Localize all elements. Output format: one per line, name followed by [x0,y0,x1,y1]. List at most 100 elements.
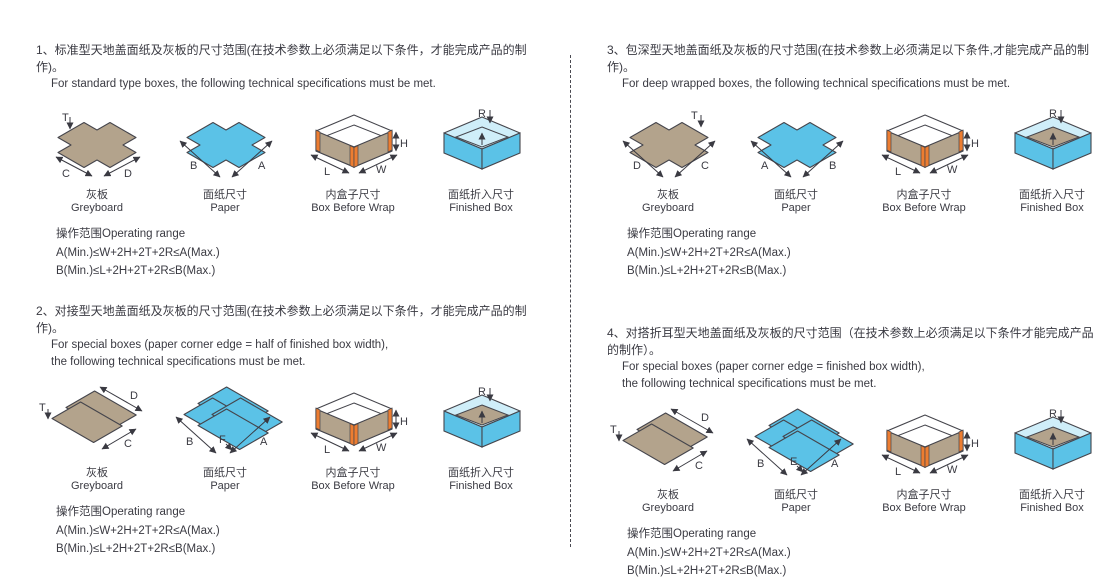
caption-zh: 灰板 [86,467,108,479]
formula-b: B(Min.)≤L+2H+2T+2R≤B(Max.) [627,565,787,577]
dim-label-b: B [757,458,764,470]
dim-label-r: R [478,386,486,398]
dim-label-a: A [761,160,769,172]
dim-label-a: A [260,436,268,448]
operating-range-label: 操作范围Operating range [56,228,186,240]
section-1: 1、标准型天地盖面纸及灰板的尺寸范围(在技术参数上必须满足以下条件，才能完成产品… [36,42,552,283]
dim-label-l: L [324,444,330,456]
section-title-en: For deep wrapped boxes, the following te… [622,78,1011,90]
greyboard-diagram: T D C [622,110,716,178]
formula-a: A(Min.)≤W+2H+2T+2R≤A(Max.) [627,247,791,259]
caption-zh: 灰板 [657,189,679,201]
figure-box-before-wrap: H L W 内盒子尺寸 Box Before Wrap [863,107,985,215]
figure-finished-box: R 面纸折入尺寸 Finished Box [420,385,542,493]
figure-finished-box: R 面纸折入尺寸 Finished Box [420,107,542,215]
figure-paper: B F A 面纸尺寸 Paper [164,385,286,493]
figure-greyboard: T D C 灰板 Greyboard [607,107,729,215]
dim-label-w: W [947,164,958,176]
box-before-wrap-diagram: H L W [863,107,979,178]
caption-zh: 面纸尺寸 [203,467,247,479]
figure-box-before-wrap: H L W 内盒子尺寸 Box Before Wrap [863,407,985,515]
box-before-wrap-diagram: H L W [292,385,408,456]
operating-range-label: 操作范围Operating range [56,506,186,518]
caption-en: Greyboard [642,202,694,214]
caption-zh: 内盒子尺寸 [896,189,952,201]
dim-label-b: B [190,160,197,172]
caption-en: Paper [210,480,240,492]
section-title-zh: 3、包深型天地盖面纸及灰板的尺寸范围(在技术参数上必须满足以下条件,才能完成产品… [607,43,1090,74]
dim-label-r: R [478,108,486,120]
figure-paper: B A 面纸尺寸 Paper [164,107,286,215]
figure-row: T D C 灰板 Greyboard A B 面纸尺寸 Paper [607,107,1099,215]
paper-diagram: B E A [746,408,854,476]
operating-range-label: 操作范围Operating range [627,228,757,240]
caption-zh: 面纸尺寸 [774,489,818,501]
section-title-zh: 2、对接型天地盖面纸及灰板的尺寸范围(在技术参数上必须满足以下条件，才能完成产品… [36,304,527,335]
dim-label-e: E [790,456,797,468]
figure-paper: B E A 面纸尺寸 Paper [735,407,857,515]
dim-label-l: L [324,166,330,178]
figure-box-before-wrap: H L W 内盒子尺寸 Box Before Wrap [292,385,414,493]
section-4: 4、对搭折耳型天地盖面纸及灰板的尺寸范围（在技术参数上必须满足以下条件才能完成产… [607,325,1099,583]
figure-greyboard: T C D 灰板 Greyboard [36,107,158,215]
section-3: 3、包深型天地盖面纸及灰板的尺寸范围(在技术参数上必须满足以下条件,才能完成产品… [607,42,1099,283]
section-title-zh: 1、标准型天地盖面纸及灰板的尺寸范围(在技术参数上必须满足以下条件，才能完成产品… [36,43,527,74]
dim-label-r: R [1049,108,1057,120]
dim-label-b: B [186,436,193,448]
dim-label-d: D [124,168,132,180]
caption-en: Box Before Wrap [311,480,395,492]
dim-label-d: D [130,390,138,402]
caption-zh: 面纸折入尺寸 [448,467,514,479]
dim-label-l: L [895,166,901,178]
greyboard-diagram: T C D [55,112,141,180]
dim-label-a: A [258,160,266,172]
operating-range: 操作范围Operating range A(Min.)≤W+2H+2T+2R≤A… [607,225,1099,277]
center-divider [570,55,571,547]
caption-en: Box Before Wrap [882,202,966,214]
dim-label-f: F [219,434,226,446]
formula-b: B(Min.)≤L+2H+2T+2R≤B(Max.) [627,265,787,277]
section-2: 2、对接型天地盖面纸及灰板的尺寸范围(在技术参数上必须满足以下条件，才能完成产品… [36,303,552,561]
section-title-en2: the following technical specifications m… [51,356,306,368]
box-before-wrap-diagram: H L W [863,407,979,478]
caption-en: Greyboard [71,480,123,492]
caption-zh: 内盒子尺寸 [896,489,952,501]
finished-box-diagram: R [420,386,542,465]
formula-a: A(Min.)≤W+2H+2T+2R≤A(Max.) [56,247,220,259]
dim-label-t: T [39,402,46,414]
dim-label-c: C [124,438,132,450]
caption-en: Paper [781,202,811,214]
figure-row: D C T 灰板 Greyboard B E A 面纸尺寸 [607,407,1099,515]
figure-paper: A B 面纸尺寸 Paper [735,107,857,215]
formula-a: A(Min.)≤W+2H+2T+2R≤A(Max.) [627,547,791,559]
section-title-en2: the following technical specifications m… [622,378,877,390]
dim-label-t: T [691,110,698,122]
operating-range: 操作范围Operating range A(Min.)≤W+2H+2T+2R≤A… [36,503,552,555]
caption-zh: 灰板 [86,189,108,201]
caption-en: Finished Box [449,480,513,492]
paper-diagram: B F A [175,386,283,454]
formula-a: A(Min.)≤W+2H+2T+2R≤A(Max.) [56,525,220,537]
page-root: { "colors": { "greyboard": "#b3a38c", "p… [36,42,1099,577]
dim-label-b: B [829,160,836,172]
formula-b: B(Min.)≤L+2H+2T+2R≤B(Max.) [56,265,216,277]
caption-zh: 面纸折入尺寸 [1019,489,1085,501]
formula-b: B(Min.)≤L+2H+2T+2R≤B(Max.) [56,543,216,555]
dim-label-h: H [400,416,408,428]
operating-range-label: 操作范围Operating range [627,528,757,540]
caption-en: Finished Box [449,202,513,214]
figure-greyboard: D C T 灰板 Greyboard [36,385,158,493]
section-title-zh: 4、对搭折耳型天地盖面纸及灰板的尺寸范围（在技术参数上必须满足以下条件才能完成产… [607,326,1094,357]
dim-label-c: C [701,160,709,172]
figure-row: D C T 灰板 Greyboard B F A 面纸尺寸 [36,385,552,493]
caption-zh: 内盒子尺寸 [325,189,381,201]
dim-label-r: R [1049,408,1057,420]
dim-label-h: H [400,138,408,150]
box-before-wrap-diagram: H L W [292,107,408,178]
paper-diagram: A B [750,121,844,178]
dim-label-d: D [633,160,641,172]
figure-row: T C D 灰板 Greyboard B A 面纸尺寸 Paper [36,107,552,215]
dim-label-t: T [610,424,617,436]
figure-greyboard: D C T 灰板 Greyboard [607,407,729,515]
dim-label-a: A [831,458,839,470]
